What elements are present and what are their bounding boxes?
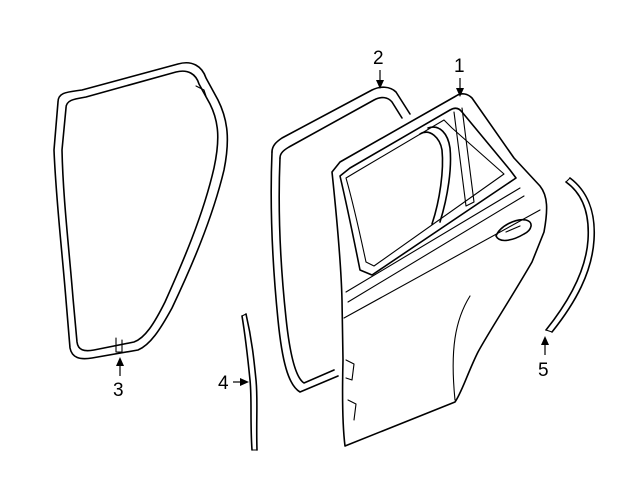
- front-edge-seal: [241, 313, 258, 451]
- rear-door-shell: [331, 93, 548, 447]
- callout-2-arrowhead: [376, 80, 384, 89]
- callout-5-label: 5: [538, 360, 549, 381]
- callout-3-arrowhead: [116, 357, 124, 366]
- callout-3: 3: [113, 357, 124, 401]
- callout-2-label: 2: [373, 48, 384, 69]
- door-side-weatherstrip: [270, 86, 411, 393]
- callout-4-label: 4: [218, 373, 229, 394]
- callout-1-label: 1: [454, 56, 465, 77]
- body-side-weatherstrip: [53, 62, 229, 360]
- callout-4: 4: [218, 373, 249, 394]
- callout-5-arrowhead: [541, 336, 549, 345]
- rear-edge-seal: [545, 177, 596, 333]
- callout-4-arrowhead: [240, 378, 249, 386]
- callout-1: 1: [454, 56, 465, 97]
- callout-2: 2: [373, 48, 384, 89]
- callout-5: 5: [538, 336, 549, 381]
- callout-1-arrowhead: [456, 88, 464, 97]
- callout-3-label: 3: [113, 380, 124, 401]
